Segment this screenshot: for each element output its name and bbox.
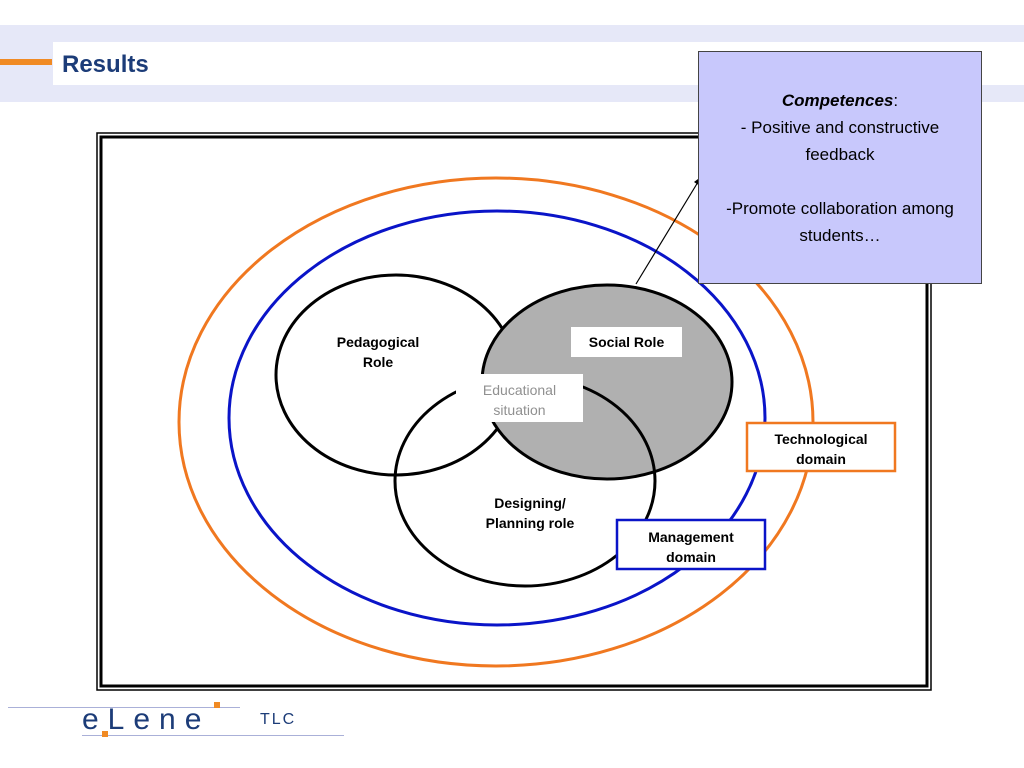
footer-line-bottom (82, 735, 344, 736)
educational-situation-box (456, 374, 583, 422)
management-domain-ellipse (227, 209, 767, 627)
elene-tlc-logo: eLene TLC (82, 702, 322, 743)
educational-situation-label: Educational situation (482, 382, 557, 418)
competences-line: students… (799, 226, 881, 245)
footer-line-top (8, 707, 240, 708)
competences-line: -Promote collaboration among (726, 199, 954, 218)
logo-dot (214, 702, 220, 708)
page-title: Results (62, 51, 149, 78)
technological-domain-label: Technological domain (774, 431, 868, 467)
social-role-label: Social Role (588, 334, 665, 350)
management-domain-box (615, 518, 767, 571)
logo-letters: eLene (82, 703, 211, 736)
competences-line: feedback (805, 145, 875, 164)
logo-dot (102, 731, 108, 737)
pedagogical-role-label: Pedagogical Role (336, 334, 420, 370)
management-domain-label: Management domain (648, 529, 734, 565)
header-accent-bar (0, 59, 52, 65)
competences-title: Competences (781, 91, 894, 110)
competences-arrow-line (635, 181, 699, 285)
diagram-frame-inner (99, 135, 929, 688)
designing-role-label: Designing/ Planning role (485, 495, 575, 531)
social-role-box (571, 327, 682, 357)
technological-domain-box (745, 421, 897, 473)
competences-callout: Competences: - Positive and constructive… (698, 51, 982, 284)
competences-line: - Positive and constructive (740, 118, 940, 137)
logo-suffix: TLC (260, 711, 297, 728)
